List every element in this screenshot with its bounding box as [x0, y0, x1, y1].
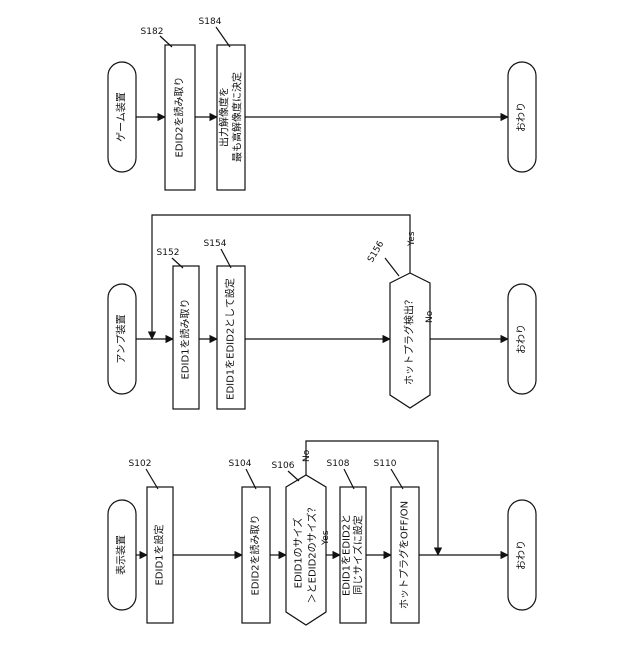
end-terminal-label: おわり	[516, 324, 528, 354]
start-terminal-label: 表示装置	[115, 535, 128, 575]
process-box-s110-text: ホットプラグをOFF/ON	[398, 501, 411, 609]
start-terminal-label: アンプ装置	[115, 314, 128, 363]
process-box-s108-text-2: 同じサイズに設定	[352, 515, 365, 595]
step-label-s182: S182	[141, 27, 164, 37]
step-label-s156: S156	[366, 239, 386, 264]
process-box-s154-text: EDID1をEDID2として設定	[224, 278, 237, 400]
process-box-s152-text: EDID1を読み取り	[179, 298, 192, 379]
start-terminal-label: ゲーム装置	[115, 92, 128, 142]
label-leader	[246, 469, 256, 489]
decision-no-label: No	[425, 310, 435, 323]
label-leader	[221, 249, 231, 268]
step-label-s102: S102	[129, 459, 152, 469]
step-label-s104: S104	[229, 459, 252, 469]
end-terminal-label: おわり	[516, 540, 528, 570]
process-box-s184-text-2: 最も高解像度に決定	[231, 72, 244, 162]
decision-yes-label: Yes	[407, 231, 417, 247]
process-box-s184-text-1: 出力解像度を	[218, 87, 231, 147]
end-terminal-label: おわり	[516, 102, 528, 132]
step-label-s108: S108	[327, 459, 350, 469]
label-leader	[216, 27, 230, 47]
decision-s106-text-1: EDID1のサイズ	[292, 518, 305, 589]
label-leader	[391, 469, 403, 489]
process-box-s102-text: EDID1を設定	[153, 524, 166, 585]
flow-game-device: ゲーム装置 EDID2を読み取り S182 出力解像度を 最も高解像度に決定 S…	[108, 17, 536, 190]
flow-amp-device: アンプ装置 EDID1を読み取り S152 EDID1をEDID2として設定 S…	[108, 215, 536, 409]
decision-s106-text-2: ＞とEDID2のサイズ？	[306, 503, 319, 604]
label-leader	[146, 469, 158, 489]
step-label-s154: S154	[204, 239, 227, 249]
step-label-s184: S184	[199, 17, 222, 27]
process-box-s104-text: EDID2を読み取り	[249, 514, 262, 595]
label-leader	[385, 258, 399, 276]
step-label-s106: S106	[272, 461, 295, 471]
decision-no-label: No	[302, 449, 312, 462]
step-label-s110: S110	[374, 459, 397, 469]
process-box-s182-text: EDID2を読み取り	[173, 76, 186, 157]
decision-s106	[286, 475, 326, 625]
flow-display-device: 表示装置 EDID1を設定 S102 EDID2を読み取り S104 EDID1…	[108, 441, 536, 625]
decision-yes-label: Yes	[321, 530, 331, 546]
label-leader	[344, 469, 354, 489]
step-label-s152: S152	[157, 248, 180, 258]
process-box-s108-text-1: EDID1をEDID2と	[341, 514, 353, 596]
decision-s156-text: ホットプラグ検出？	[403, 295, 416, 385]
label-leader	[288, 471, 299, 481]
